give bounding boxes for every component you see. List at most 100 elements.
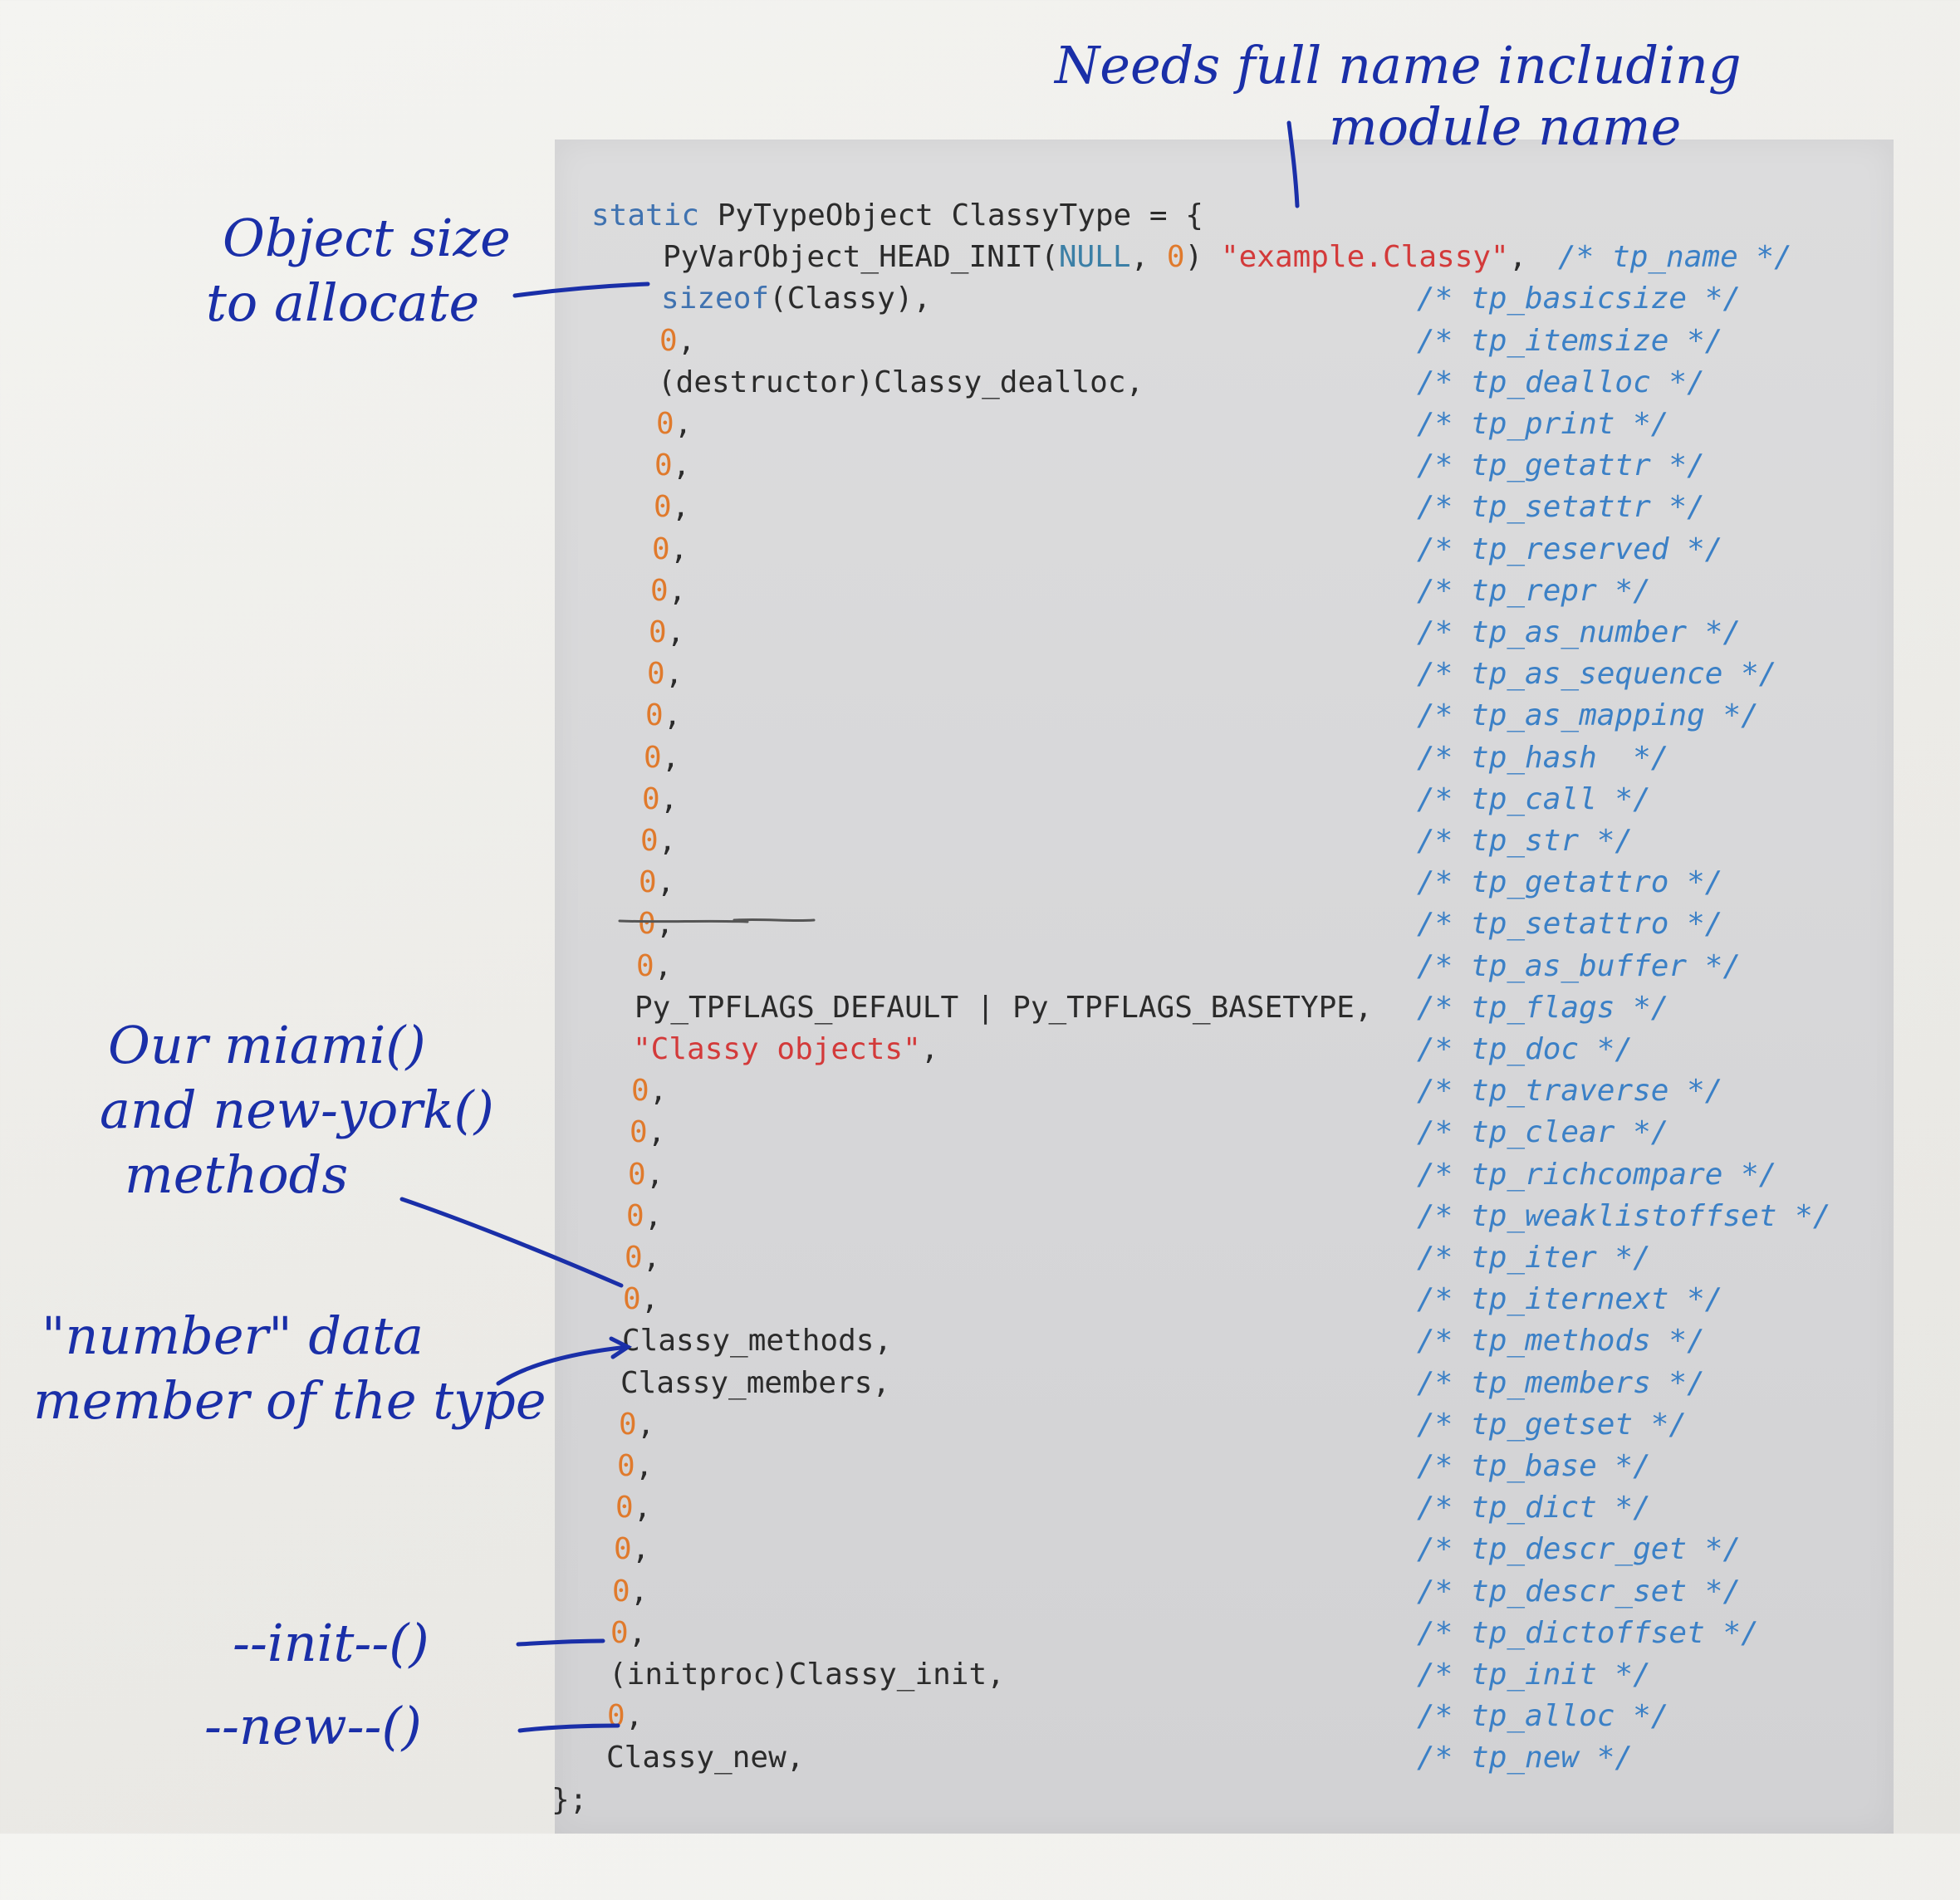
code-row-text: 0, (610, 1615, 647, 1650)
code-row-text: 0, (614, 1532, 650, 1567)
code-row: (initproc)Classy_init,/* tp_init */ (609, 1655, 1960, 1695)
code-row-text: 0, (636, 948, 673, 983)
code-row: 0, /* tp_call */ (642, 780, 1960, 820)
code-row: 0,/* tp_traverse */ (631, 1071, 1960, 1111)
annotation-init-text: --init--() (233, 1613, 429, 1673)
annotation-methods-line1: Our miami() (108, 1015, 426, 1075)
code-row-comment: /* tp_call */ (1417, 781, 1651, 816)
annotation-object-size-line2: to allocate (206, 272, 480, 333)
code-row: 0, /* tp_dictoffset */ (610, 1614, 1960, 1653)
code-row-text: (destructor)Classy_dealloc, (658, 365, 1144, 399)
code-row-comment: /* tp_basicsize */ (1417, 282, 1742, 316)
code-row-comment: /* tp_dict */ (1417, 1491, 1651, 1525)
code-row-comment: /* tp_repr */ (1417, 573, 1651, 608)
code-row-text: 0, (628, 1157, 664, 1192)
code-row-comment: /* tp_name */ (1558, 240, 1792, 275)
code-footer: }; (551, 1780, 1960, 1820)
code-row-comment: /* tp_setattr */ (1417, 490, 1705, 525)
code-row-text: "Classy objects", (633, 1032, 939, 1066)
code-row-comment: /* tp_as_buffer */ (1417, 948, 1742, 983)
code-row: 0,/* tp_getattro */ (639, 863, 1960, 903)
code-row: 0, /* tp_repr */ (650, 571, 1960, 611)
code-row-comment: /* tp_doc */ (1417, 1032, 1634, 1066)
code-row-comment: /* tp_descr_set */ (1417, 1574, 1742, 1609)
code-row-text: 0, (647, 657, 684, 692)
code-row: 0,/* tp_descr_set */ (612, 1572, 1960, 1612)
code-row-text: 0, (650, 573, 687, 608)
code-row-comment: /* tp_base */ (1417, 1449, 1651, 1483)
code-row-text: 0, (607, 1699, 644, 1734)
code-row: Py_TPFLAGS_DEFAULT | Py_TPFLAGS_BASETYPE… (635, 988, 1960, 1028)
code-row: Classy_methods, /* tp_methods */ (622, 1321, 1960, 1361)
code-footer-text: }; (551, 1782, 588, 1817)
code-row-text: Classy_members, (620, 1365, 891, 1400)
code-row: 0, /* tp_dict */ (615, 1488, 1960, 1528)
code-row-text: 0, (645, 698, 682, 733)
code-row-comment: /* tp_richcompare */ (1417, 1157, 1777, 1192)
code-row-text: 0, (644, 740, 680, 775)
code-row: 0,/* tp_itemsize */ (659, 321, 1960, 361)
code-row: Classy_members,/* tp_members */ (620, 1364, 1960, 1403)
code-row: Classy_new,/* tp_new */ (606, 1738, 1960, 1778)
code-row: 0, /* tp_clear */ (630, 1113, 1960, 1153)
annotation-object-size-line1: Object size (223, 208, 511, 268)
annotation-module-name-line1: Needs full name including (1055, 35, 1742, 95)
annotation-module-name: Needs full name including module name (1055, 33, 1742, 159)
code-row-comment: /* tp_as_number */ (1417, 615, 1742, 649)
annotation-members-line1: "number" data (42, 1305, 424, 1366)
annotation-module-name-line2: module name (1329, 96, 1682, 157)
annotation-members-line2: member of the type (33, 1370, 546, 1431)
code-row-comment: /* tp_print */ (1417, 407, 1669, 441)
code-row-text: 0, (615, 1491, 652, 1525)
code-row-text: 0, (654, 490, 690, 525)
code-row-text: 0, (617, 1449, 654, 1483)
code-row: 0, /* tp_as_buffer */ (636, 947, 1960, 987)
code-row: 0,/* tp_as_mapping */ (645, 696, 1960, 736)
code-row: sizeof(Classy),/* tp_basicsize */ (661, 279, 1960, 319)
code-header-text: static PyTypeObject ClassyType = { (591, 198, 1203, 233)
code-row: 0,/* tp_setattro */ (638, 904, 1960, 944)
code-row-text: 0, (626, 1198, 663, 1233)
code-row-comment: /* tp_weaklistoffset */ (1417, 1198, 1831, 1233)
annotation-methods-line3: methods (125, 1144, 349, 1205)
code-row-text: 0, (619, 1407, 655, 1442)
code-row-text: 0, (625, 1241, 661, 1275)
code-row-text: 0, (630, 1115, 666, 1150)
code-row-comment: /* tp_traverse */ (1417, 1074, 1723, 1109)
code-row-comment: /* tp_iter */ (1417, 1241, 1651, 1275)
annotation-init: --init--() (233, 1611, 429, 1676)
code-row-comment: /* tp_iternext */ (1417, 1282, 1723, 1317)
code-row: PyVarObject_HEAD_INIT(NULL, 0) "example.… (663, 238, 1960, 277)
annotation-methods-line2: and new-york() (100, 1080, 494, 1140)
code-row: 0, /* tp_setattr */ (654, 487, 1960, 527)
code-row-text: 0, (638, 907, 674, 942)
code-row: 0,/* tp_as_number */ (649, 613, 1960, 653)
code-row-text: 0, (639, 865, 675, 900)
annotation-members: "number" data member of the type (33, 1304, 546, 1433)
code-row: 0,/* tp_print */ (656, 404, 1960, 444)
code-row: 0,/* tp_getset */ (619, 1405, 1960, 1445)
code-row-text: Classy_methods, (622, 1324, 893, 1359)
code-row-comment: /* tp_dealloc */ (1417, 365, 1705, 399)
code-row: "Classy objects", /* tp_doc */ (633, 1030, 1960, 1070)
code-row-text: 0, (659, 323, 696, 358)
code-row-text: Py_TPFLAGS_DEFAULT | Py_TPFLAGS_BASETYPE… (635, 990, 1373, 1025)
code-row-comment: /* tp_methods */ (1417, 1324, 1705, 1359)
code-row-comment: /* tp_str */ (1417, 824, 1634, 858)
code-row-text: 0, (652, 531, 688, 566)
code-row-comment: /* tp_alloc */ (1417, 1699, 1669, 1734)
code-row-text: 0, (642, 781, 679, 816)
code-row-comment: /* tp_clear */ (1417, 1115, 1669, 1150)
code-row-text: 0, (623, 1282, 659, 1317)
code-row-comment: /* tp_hash */ (1417, 740, 1669, 775)
code-row-comment: /* tp_dictoffset */ (1417, 1615, 1759, 1650)
code-row-comment: /* tp_flags */ (1417, 990, 1669, 1025)
code-row: (destructor)Classy_dealloc, /* tp_dealloc… (658, 363, 1960, 403)
code-row: 0, /* tp_alloc */ (607, 1697, 1960, 1736)
annotation-new: --new--() (204, 1694, 422, 1759)
code-row: 0, /* tp_hash */ (644, 738, 1960, 778)
code-row: 0, /* tp_base */ (617, 1447, 1960, 1486)
annotation-object-size: Object size to allocate (206, 206, 511, 335)
code-row-comment: /* tp_init */ (1417, 1658, 1651, 1692)
code-row-text: 0, (640, 824, 677, 858)
